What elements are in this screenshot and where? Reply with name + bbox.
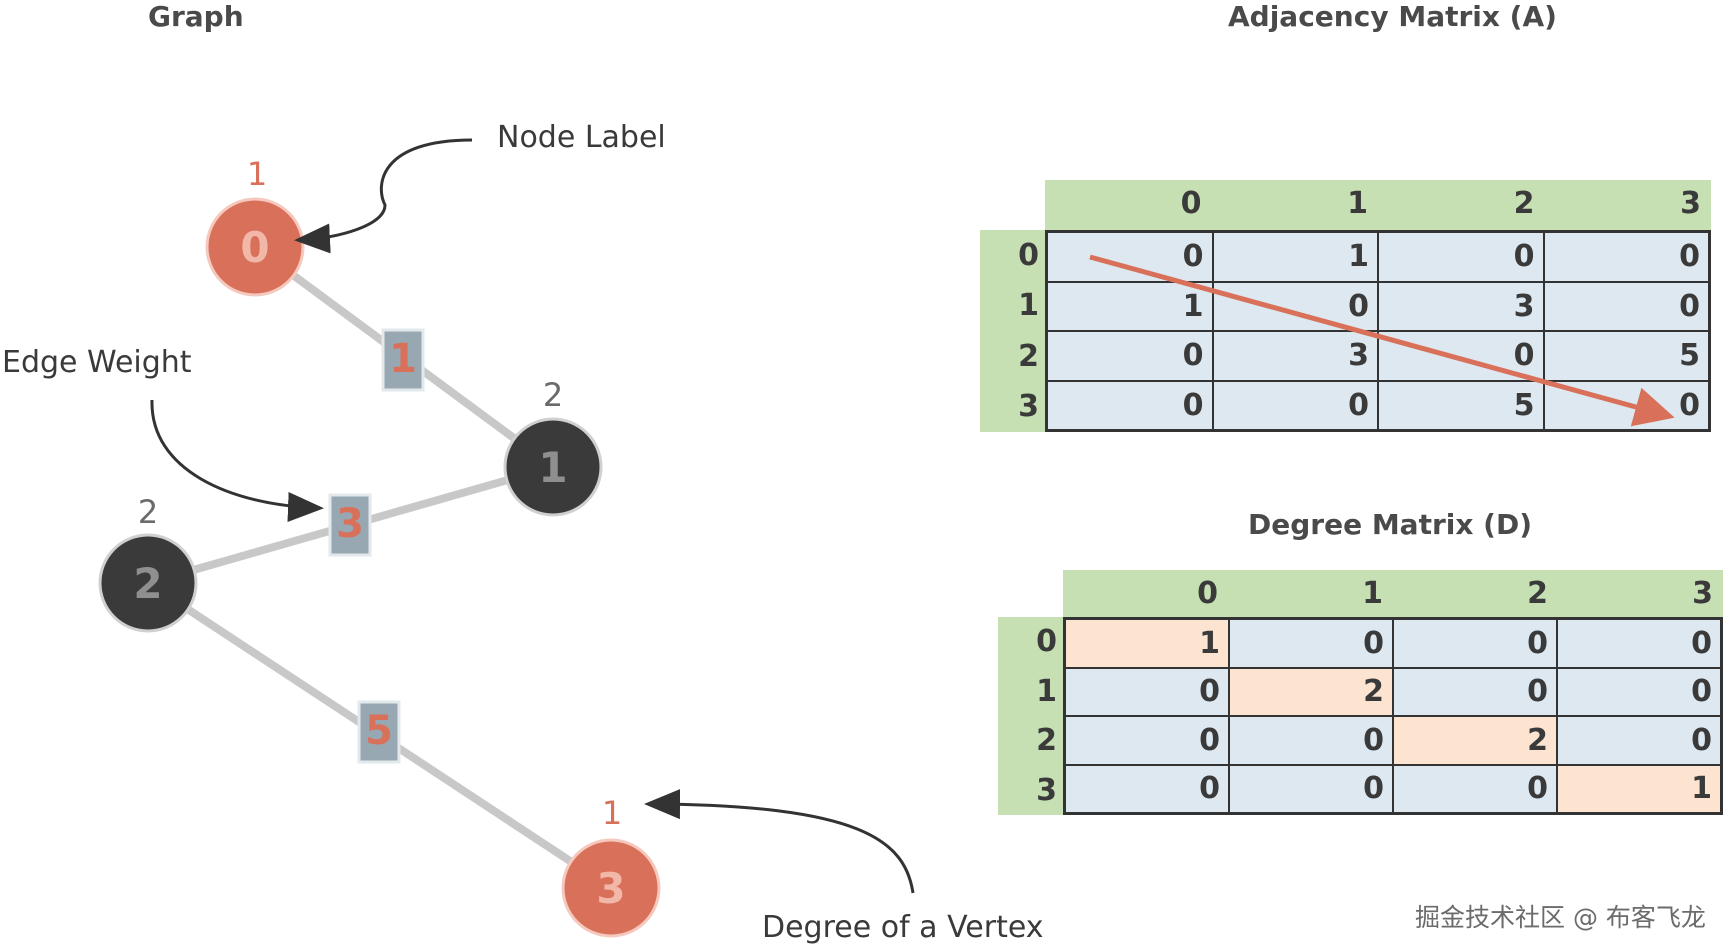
adjacency-cell: 0 xyxy=(1212,281,1378,331)
node-1: 1 xyxy=(503,417,603,517)
edge-weight-label-2-3: 5 xyxy=(365,708,393,754)
node-1-degree: 2 xyxy=(543,376,563,414)
adjacency-row-header: 0 xyxy=(1018,237,1039,273)
adjacency-cell: 1 xyxy=(1212,232,1378,282)
adjacency-row-header: 1 xyxy=(1018,288,1039,324)
degree-of-vertex-callout: Degree of a Vertex xyxy=(762,910,1044,945)
degree-cell: 0 xyxy=(1229,716,1393,765)
node-0: 0 xyxy=(205,197,305,297)
node-2-degree: 2 xyxy=(138,493,158,531)
adjacency-col-header: 2 xyxy=(1513,186,1535,221)
adjacency-cell: 0 xyxy=(1543,380,1709,430)
degree-col-header: 2 xyxy=(1527,576,1548,611)
adjacency-matrix-title: Adjacency Matrix (A) xyxy=(1228,0,1557,33)
degree-cell: 0 xyxy=(1393,667,1557,716)
degree-row-header: 1 xyxy=(1036,673,1057,709)
degree-cell: 0 xyxy=(1557,716,1721,765)
node-1-label: 1 xyxy=(538,443,567,492)
adjacency-cell: 0 xyxy=(1543,232,1709,282)
node-3-label: 3 xyxy=(596,864,625,913)
degree-col-header: 1 xyxy=(1362,576,1383,611)
node-2: 2 xyxy=(98,533,198,633)
degree-row-header: 2 xyxy=(1036,723,1057,759)
adjacency-cell: 0 xyxy=(1543,281,1709,331)
watermark: 掘金技术社区 @ 布客飞龙 xyxy=(1415,903,1706,932)
node-2-label: 2 xyxy=(133,559,162,608)
degree-cell: 0 xyxy=(1557,667,1721,716)
adjacency-cell: 0 xyxy=(1047,232,1213,282)
graph-diagram: 1 3 5 0 1 2 3 1 2 2 1 xyxy=(98,138,915,938)
node-3-degree: 1 xyxy=(602,794,622,832)
edge-weight-callout: Edge Weight xyxy=(2,345,192,380)
adjacency-cell: 3 xyxy=(1378,281,1544,331)
adjacency-row-header: 2 xyxy=(1018,338,1039,374)
node-3: 3 xyxy=(561,838,661,938)
degree-col-header: 3 xyxy=(1692,576,1713,611)
edge-weight-1-2: 3 xyxy=(328,493,372,557)
adjacency-cell: 5 xyxy=(1378,380,1544,430)
degree-row-header: 3 xyxy=(1036,772,1057,808)
adjacency-col-header: 3 xyxy=(1680,186,1701,221)
adjacency-cell: 0 xyxy=(1378,232,1544,282)
degree-cell-diagonal: 1 xyxy=(1065,619,1229,668)
degree-cell-diagonal: 2 xyxy=(1229,667,1393,716)
adjacency-grid: 0 1 0 0 1 0 3 0 0 3 0 5 0 0 5 0 xyxy=(1045,230,1711,432)
degree-cell: 0 xyxy=(1229,764,1393,813)
adjacency-row-header: 3 xyxy=(1018,389,1039,425)
degree-grid: 1 0 0 0 0 2 0 0 0 0 2 0 0 0 0 1 xyxy=(1063,617,1723,815)
edge-weight-label-0-1: 1 xyxy=(389,336,417,382)
degree-matrix-title: Degree Matrix (D) xyxy=(1248,508,1533,541)
adjacency-cell: 0 xyxy=(1047,331,1213,381)
edge-weight-2-3: 5 xyxy=(357,700,401,764)
node-label-callout: Node Label xyxy=(497,120,666,155)
adjacency-cell: 0 xyxy=(1212,380,1378,430)
degree-cell-diagonal: 2 xyxy=(1393,716,1557,765)
adjacency-cell: 1 xyxy=(1047,281,1213,331)
edge-weight-0-1: 1 xyxy=(381,328,425,392)
degree-cell: 0 xyxy=(1065,716,1229,765)
degree-cell: 0 xyxy=(1065,764,1229,813)
degree-row-header: 0 xyxy=(1036,624,1057,660)
degree-cell: 0 xyxy=(1393,764,1557,813)
graph-title: Graph xyxy=(148,0,244,33)
degree-cell: 0 xyxy=(1393,619,1557,668)
adjacency-col-header: 0 xyxy=(1180,186,1202,221)
degree-callout-arrow xyxy=(644,789,915,894)
edge-weight-callout-arrow xyxy=(150,399,324,522)
adjacency-col-header: 1 xyxy=(1347,186,1368,221)
adjacency-cell: 0 xyxy=(1047,380,1213,430)
node-label-callout-arrow xyxy=(294,138,473,254)
degree-cell-diagonal: 1 xyxy=(1557,764,1721,813)
degree-cell: 0 xyxy=(1229,619,1393,668)
adjacency-cell: 0 xyxy=(1378,331,1544,381)
adjacency-col-headers: 0 1 2 3 xyxy=(1045,180,1711,230)
adjacency-row-headers: 0 1 2 3 xyxy=(980,230,1045,432)
node-0-label: 0 xyxy=(240,223,269,272)
edge-weight-label-1-2: 3 xyxy=(336,501,364,547)
degree-row-headers: 0 1 2 3 xyxy=(998,617,1063,815)
adjacency-cell: 3 xyxy=(1212,331,1378,381)
degree-cell: 0 xyxy=(1557,619,1721,668)
adjacency-cell: 5 xyxy=(1543,331,1709,381)
degree-cell: 0 xyxy=(1065,667,1229,716)
degree-col-header: 0 xyxy=(1197,576,1218,611)
node-0-degree: 1 xyxy=(247,155,267,193)
degree-col-headers: 0 1 2 3 xyxy=(1063,570,1723,617)
